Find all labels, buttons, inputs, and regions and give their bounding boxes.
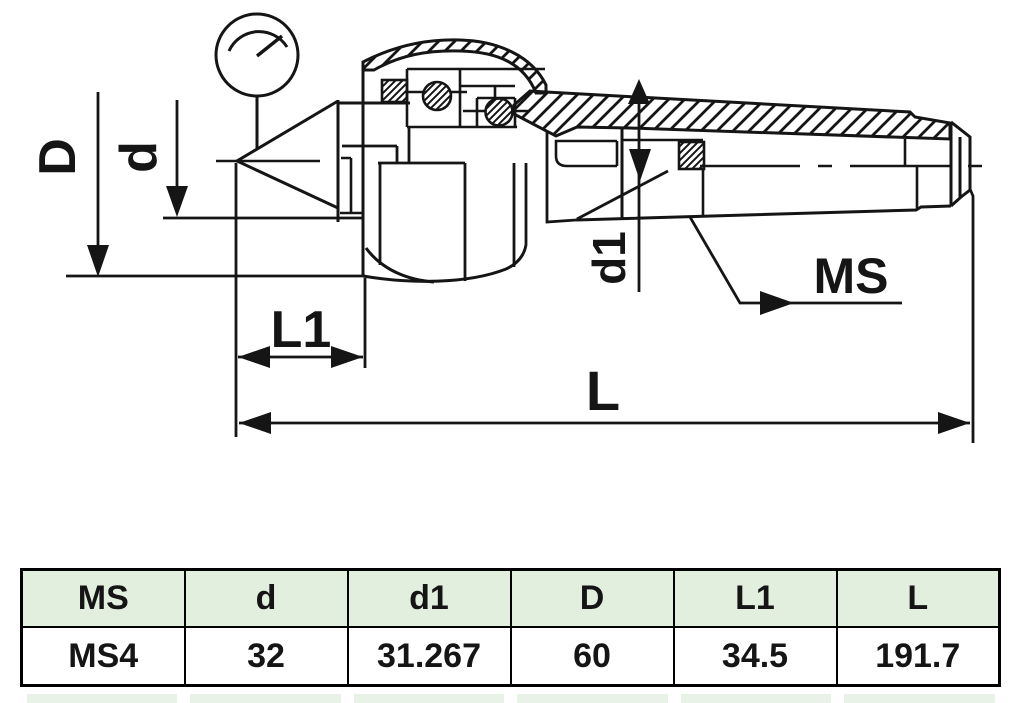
bearing-ball-1 — [421, 80, 453, 112]
dial-scale-arc — [227, 30, 289, 52]
spec-col-header-d: d — [183, 568, 349, 628]
dim-d-arrowhead — [166, 186, 188, 217]
housing-interior — [342, 127, 577, 281]
table-next-row-cutoff — [844, 694, 995, 703]
housing-right-wall — [545, 131, 577, 224]
dim-d-label: d — [110, 141, 168, 173]
spec-col-header-D: D — [509, 568, 675, 628]
shank-tip-cap — [949, 120, 972, 208]
spec-col-header-L: L — [835, 568, 1001, 628]
dim-D-label: D — [29, 138, 87, 176]
dial-needle — [255, 34, 284, 58]
spec-header-row: MS d d1 D L1 L — [20, 568, 1001, 628]
shank-bottom-edge — [575, 204, 952, 222]
bottom-inner-arc — [364, 247, 435, 284]
ms-leader-line — [688, 216, 902, 305]
table-next-row-cutoff — [190, 694, 341, 703]
dimension-d: d — [110, 100, 363, 220]
housing-bottom — [362, 244, 528, 284]
spec-col-header-d1: d1 — [346, 568, 512, 628]
dim-L-right-extension — [968, 188, 975, 443]
bottom-outer-arc — [362, 244, 528, 283]
dim-d1-extension-diagonal — [576, 169, 669, 221]
bearing-assembly — [380, 67, 545, 129]
spec-value-D: 60 — [509, 626, 675, 687]
dial-indicator-icon — [214, 12, 300, 150]
table-next-row-cutoff — [27, 694, 177, 703]
spec-value-row: MS4 32 31.267 60 34.5 191.7 — [20, 626, 1001, 687]
table-next-row-cutoff — [681, 694, 831, 703]
interior-verticals — [378, 127, 528, 281]
shank-hatched-wall — [512, 89, 952, 141]
table-next-row-cutoff — [517, 694, 668, 703]
dim-d1-up-arrowhead — [628, 79, 650, 104]
collar-step — [340, 156, 363, 215]
dim-L-label: L — [586, 359, 620, 422]
dimension-L1: L1 — [234, 163, 367, 437]
spec-value-d1: 31.267 — [346, 626, 512, 687]
technical-drawing: D d d1 L1 L MS — [29, 12, 991, 443]
taper-shank — [512, 89, 991, 222]
spec-value-L: 191.7 — [835, 626, 1001, 687]
dim-d1-down-arrowhead — [629, 149, 651, 181]
spec-value-L1: 34.5 — [672, 626, 838, 687]
race-contact-lines — [407, 90, 529, 113]
dim-L-left-arrowhead — [239, 412, 271, 434]
shank-small-verticals — [903, 139, 919, 209]
dim-d1-label: d1 — [583, 231, 635, 285]
ms-label: MS — [814, 248, 889, 304]
dim-L1-left-arrowhead — [238, 346, 270, 368]
dim-L1-right-arrowhead — [331, 346, 363, 368]
spec-value-ms: MS4 — [20, 626, 186, 687]
table-next-row-cutoff — [354, 694, 504, 703]
dim-D-arrowhead — [87, 245, 109, 277]
ms-leader-arrowhead — [760, 291, 794, 315]
dimension-L: L — [239, 188, 975, 443]
dim-L1-label: L1 — [271, 301, 332, 359]
spec-col-header-ms: MS — [20, 568, 186, 628]
dimension-D: D — [29, 92, 365, 278]
spec-col-header-L1: L1 — [672, 568, 838, 628]
spindle-line — [342, 144, 399, 163]
spec-table: MS d d1 D L1 L MS4 32 31.267 60 34.5 191… — [20, 568, 1001, 687]
dimension-d1: d1 — [576, 79, 669, 292]
relief-groove — [554, 139, 619, 168]
bearing-ball-2 — [484, 97, 514, 127]
hatched-spacer-left — [380, 78, 409, 104]
cone-outline — [233, 99, 339, 210]
hatched-key-block — [677, 140, 706, 171]
dim-L-right-arrowhead — [938, 412, 970, 434]
callout-MS: MS — [688, 216, 902, 315]
spec-value-d: 32 — [183, 626, 349, 687]
